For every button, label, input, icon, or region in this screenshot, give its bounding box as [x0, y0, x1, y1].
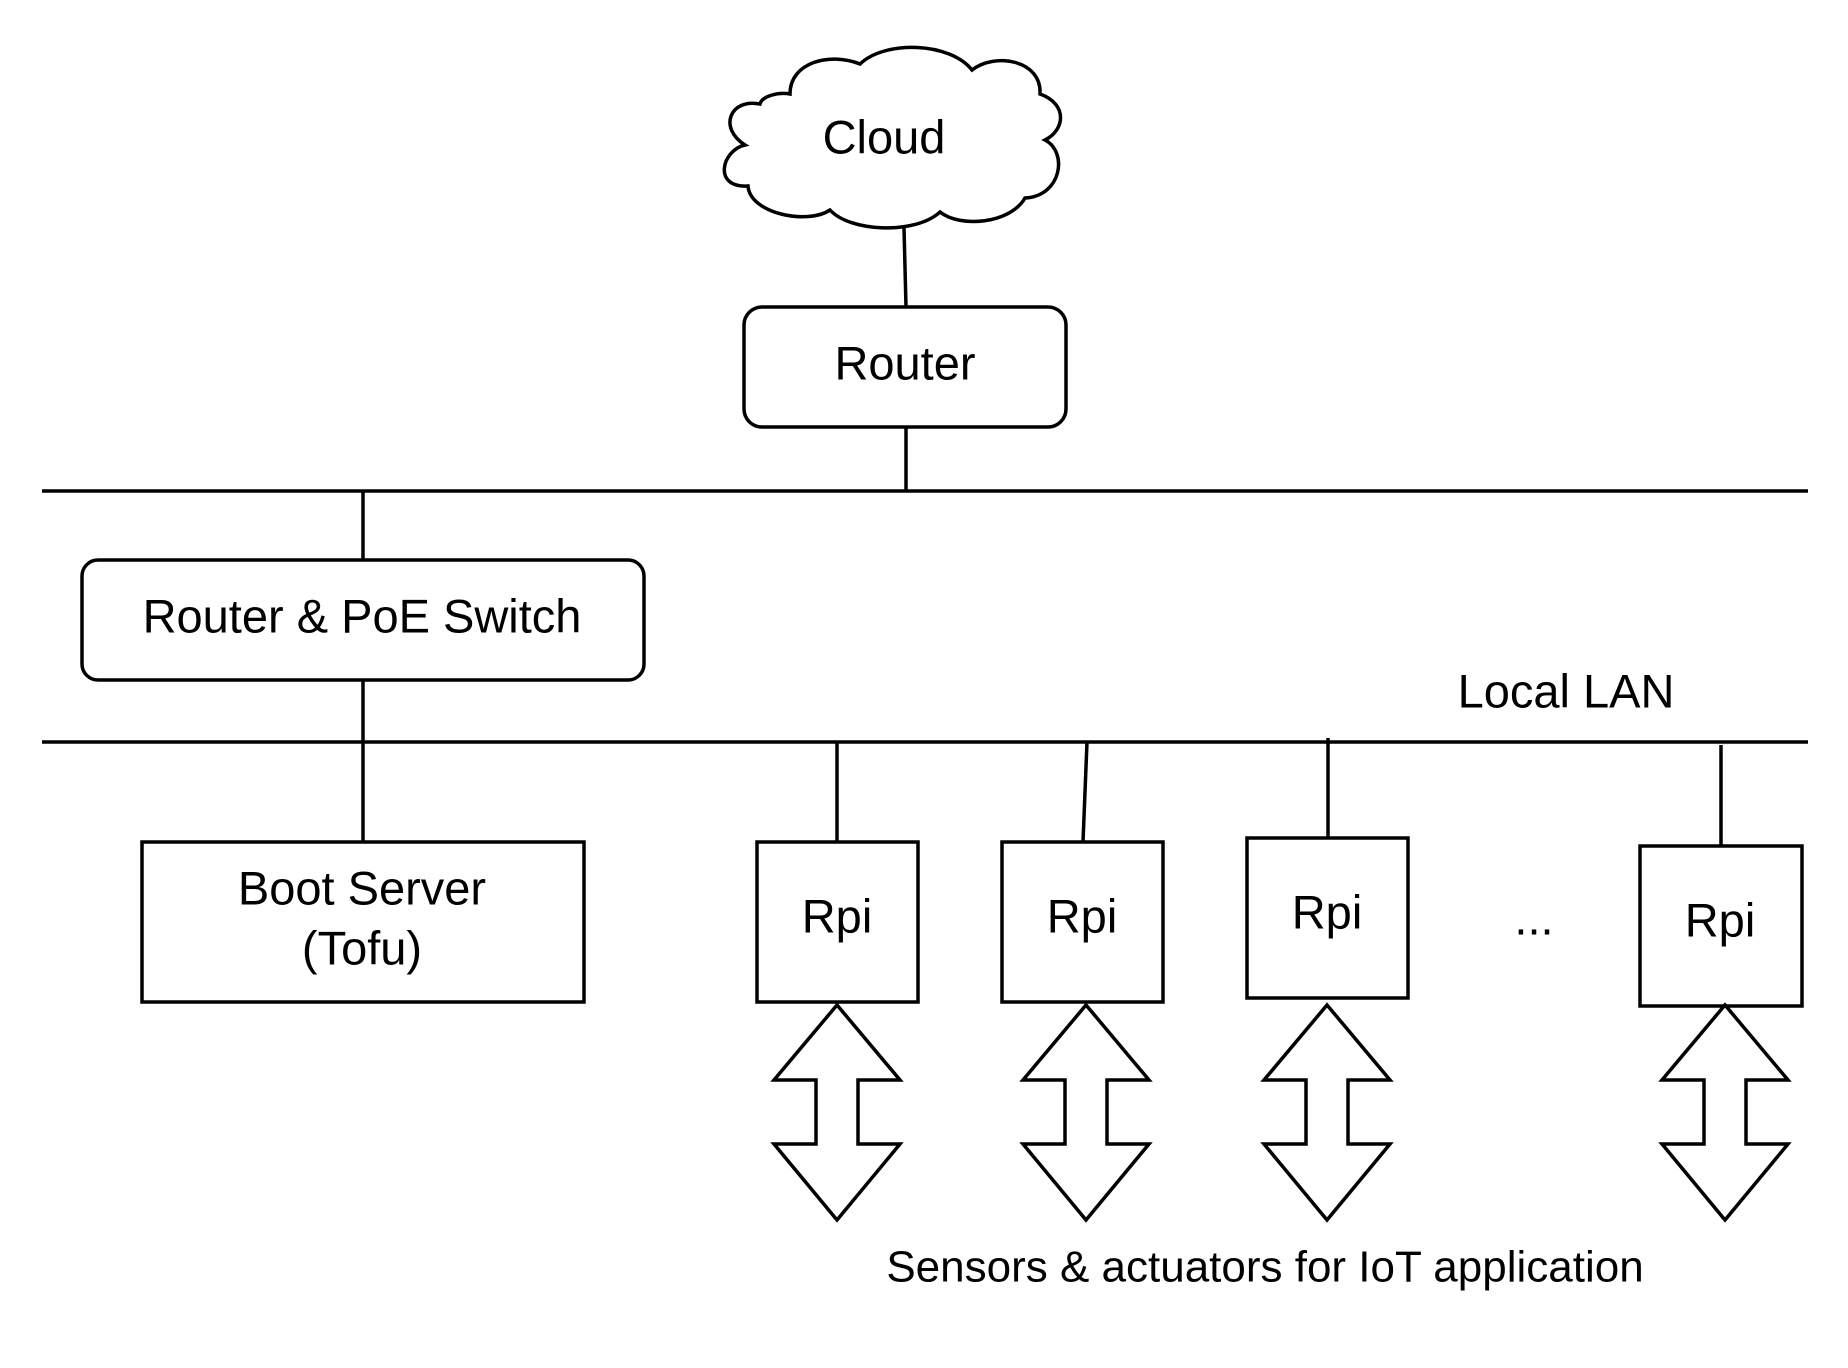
rpi-2-link [1081, 741, 1089, 843]
rpi-3-box [1245, 836, 1410, 1000]
rpi-2-label: Rpi [1047, 889, 1118, 942]
router-node: Router [742, 305, 1068, 429]
rpi-4-label: Rpi [1685, 893, 1756, 946]
rpi-node-4: Rpi [1638, 745, 1804, 1223]
cloud-router-link [902, 227, 908, 308]
rpi-4-io-arrow [1658, 1002, 1792, 1223]
rpi-2-box [1000, 840, 1165, 1004]
rpi-1-io-arrow [770, 1002, 904, 1223]
more-rpi-ellipsis: ... [1514, 891, 1553, 944]
boot-server-label-line2: (Tofu) [302, 921, 422, 974]
sensors-caption: Sensors & actuators for IoT application [886, 1243, 1643, 1292]
boot-server-label-line1: Boot Server [238, 861, 486, 914]
rpi-node-3: Rpi [1245, 738, 1410, 1223]
rpi-node-2: Rpi [1000, 741, 1165, 1223]
cloud-node: Cloud [722, 45, 1063, 230]
boot-server-node: Boot Server (Tofu) [140, 840, 586, 1004]
rpi-1-label: Rpi [802, 889, 873, 942]
rpi-3-label: Rpi [1292, 885, 1363, 938]
poe-switch-node: Router & PoE Switch [80, 558, 646, 682]
cloud-label: Cloud [823, 110, 946, 163]
rpi-3-io-arrow [1260, 1002, 1394, 1223]
rpi-node-1: Rpi [755, 742, 920, 1223]
rpi-2-io-arrow [1019, 1002, 1153, 1223]
local-lan-label: Local LAN [1458, 664, 1675, 717]
router-label: Router [834, 336, 975, 389]
rpi-4-box [1638, 844, 1804, 1008]
poe-switch-label: Router & PoE Switch [143, 589, 582, 642]
rpi-1-box [755, 840, 920, 1004]
boot-server-box [140, 840, 586, 1004]
cloud-icon [722, 45, 1063, 230]
